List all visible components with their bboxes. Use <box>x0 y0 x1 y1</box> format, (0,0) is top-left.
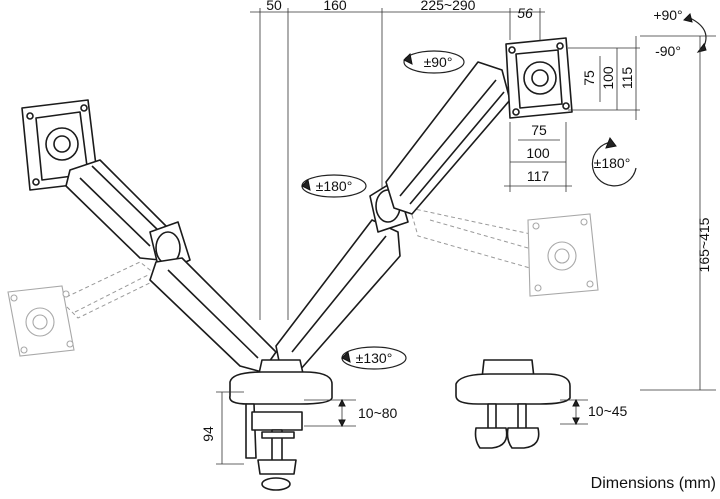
vesa-height-115: 115 <box>619 67 635 90</box>
desk-clamp <box>251 411 303 491</box>
pan-rotation-label: ±90° <box>424 54 453 70</box>
ghost-right-arm <box>409 207 599 297</box>
arm-swivel-icon <box>301 174 367 198</box>
right-upper-arm <box>385 61 511 215</box>
vesa-height-100: 100 <box>600 66 616 90</box>
grommet-dimension <box>304 398 356 428</box>
dim-225-290: 225~290 <box>421 0 476 13</box>
vesa-width-117: 117 <box>527 168 550 184</box>
pole-base <box>229 359 333 459</box>
vesa-height-75: 75 <box>581 70 597 86</box>
height-range-dimension <box>640 35 716 391</box>
left-lower-arm <box>149 257 277 373</box>
vesa-dimension-lines <box>504 36 640 192</box>
clamp-depth-dimension <box>216 391 244 465</box>
clamp-detail <box>455 359 571 449</box>
clamp-depth-label: 94 <box>200 426 216 442</box>
left-upper-arm <box>65 159 169 261</box>
vesa-width-75: 75 <box>531 122 547 138</box>
screen-swivel-icon <box>591 136 637 187</box>
tilt-arrow-icon <box>683 13 707 53</box>
dimensions-caption: Dimensions (mm) <box>591 475 716 492</box>
vesa-width-100: 100 <box>526 145 550 161</box>
dim-160: 160 <box>323 0 347 13</box>
right-vesa-plate <box>505 37 573 119</box>
base-rotation-label: ±130° <box>356 350 393 366</box>
height-range-label: 165~415 <box>696 217 712 272</box>
clamp-range-label: 10~45 <box>588 403 628 419</box>
dimension-guides <box>250 8 545 320</box>
arm-swivel-label: ±180° <box>316 178 353 194</box>
grommet-range-label: 10~80 <box>358 405 398 421</box>
clamp-range-dimension <box>560 398 588 426</box>
dim-50: 50 <box>266 0 282 13</box>
screen-swivel-label: ±180° <box>594 155 631 171</box>
ghost-left-arm <box>7 261 161 357</box>
base-rotation-icon <box>341 346 407 370</box>
tilt-down-label: -90° <box>655 43 681 59</box>
dim-56: 56 <box>517 5 533 21</box>
pan-rotation-icon <box>403 50 465 74</box>
tilt-up-label: +90° <box>653 7 682 23</box>
